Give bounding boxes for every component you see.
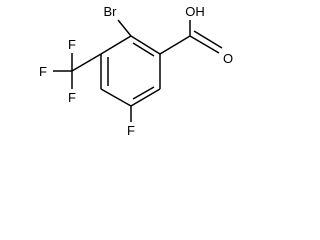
ring-bond-c3-c4 [130,88,161,107]
bond-carbonyl-double-1 [189,35,220,54]
atom-label-fluorine-ring: F [127,123,135,138]
ring-bond-c4-c5 [100,88,132,107]
chemical-structure: Br F F F O OH F [39,4,233,138]
bond-ring-bromine [117,19,132,37]
atom-label-fluorine-cf3-bottom: F [68,90,76,105]
atom-label-fluorine-cf3-top: F [68,37,76,52]
bond-ring-carboxyl [159,35,191,55]
atom-label-bromine: Br [104,4,118,19]
benzene-ring [100,35,161,107]
bond-carbonyl-double-2 [193,30,223,49]
ring-bond-c6-c1 [100,35,132,55]
ring-bond-c1-c2 [130,35,161,55]
atom-label-carbonyl-oxygen: O [223,51,233,66]
atom-label-fluorine-cf3-left: F [39,64,47,79]
ring-double-bond-inner-2 [132,86,155,100]
atom-label-hydroxyl: OH [185,4,205,19]
ring-double-bond-inner-1 [132,42,155,57]
bond-ring-cf3 [71,53,102,72]
